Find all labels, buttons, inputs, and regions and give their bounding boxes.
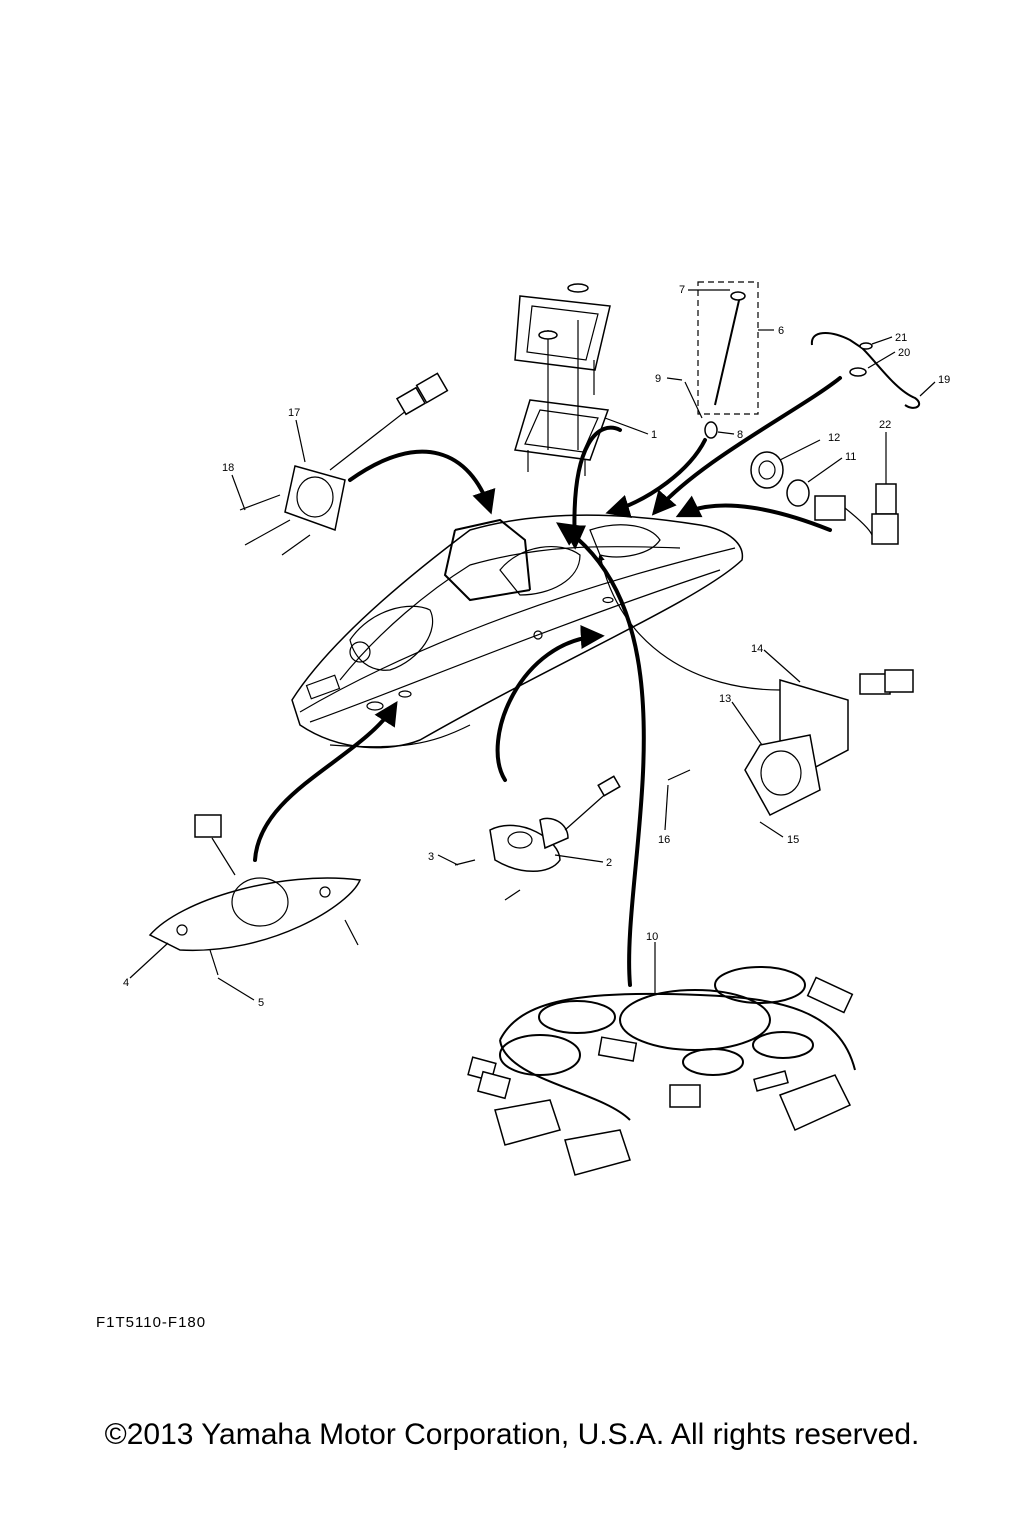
callout-2: 2	[606, 857, 612, 869]
callout-12: 12	[828, 432, 840, 444]
callout-1: 1	[651, 429, 657, 441]
part-12-grommet	[750, 451, 810, 507]
callout-6: 6	[778, 325, 784, 337]
callout-16: 16	[658, 834, 670, 846]
part-13-speaker-mount	[667, 669, 914, 816]
part-6-antenna	[684, 281, 759, 439]
callout-17: 17	[288, 407, 300, 419]
part-19-tube	[810, 332, 921, 409]
callout-7: 7	[679, 284, 685, 296]
callout-21: 21	[895, 332, 907, 344]
boat-hull	[291, 514, 744, 749]
callout-20: 20	[898, 347, 910, 359]
leader-lines	[129, 289, 936, 1001]
figure-code: F1T5110-F180	[96, 1314, 207, 1331]
callout-4: 4	[123, 977, 129, 989]
callout-18: 18	[222, 462, 234, 474]
callout-9: 9	[655, 373, 661, 385]
callout-13: 13	[719, 693, 731, 705]
callout-8: 8	[737, 429, 743, 441]
copyright-notice: ©2013 Yamaha Motor Corporation, U.S.A. A…	[104, 1418, 920, 1451]
callout-11: 11	[845, 451, 856, 463]
part-1-meter-bracket	[514, 283, 611, 476]
part-2-light	[454, 775, 621, 901]
part-17-speaker-mount	[239, 372, 449, 556]
callout-22: 22	[879, 419, 891, 431]
callout-3: 3	[428, 851, 434, 863]
callout-10: 10	[646, 931, 658, 943]
callout-15: 15	[787, 834, 799, 846]
part-10-wire-harness	[467, 966, 856, 1176]
part-22-sensor	[814, 432, 899, 545]
connection-arrows	[253, 376, 842, 987]
callout-5: 5	[258, 997, 264, 1009]
part-4-lens	[148, 814, 362, 976]
callout-19: 19	[938, 374, 950, 386]
callout-14: 14	[751, 643, 763, 655]
callout-labels: 1 2 3 4 5 6 7 8 9 10 11 12 13 14 15 16 1…	[123, 284, 950, 1009]
